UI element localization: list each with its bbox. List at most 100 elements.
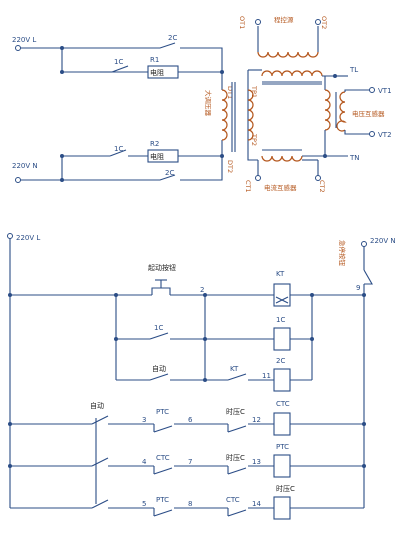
ot2-terminal (315, 19, 321, 25)
junction (323, 154, 327, 158)
tl-label: TL (349, 66, 358, 74)
node-11: 11 (262, 372, 271, 380)
auto-contact-2 (91, 415, 109, 425)
top-l-label: 220V L (12, 36, 36, 44)
kt-contact-label: KT (230, 365, 239, 373)
wire (275, 296, 289, 304)
junction (60, 154, 64, 158)
bot-1c-contact (109, 149, 127, 157)
ptc-coil-label: PTC (276, 443, 289, 451)
junction (8, 464, 12, 468)
r2-label: R2 (150, 140, 159, 148)
bot-2c-label: 2C (165, 169, 174, 177)
kt-label: KT (276, 270, 285, 278)
node-12: 12 (252, 416, 261, 424)
top-n-wire (20, 155, 110, 181)
ot1-label: OT1 (238, 16, 246, 29)
auto1-label: 自动 (152, 364, 166, 373)
auto-contact-1 (149, 373, 169, 381)
2c-coil (273, 368, 291, 392)
junction (8, 293, 12, 297)
ctc-contact-1 (153, 467, 173, 475)
bottom-circuit: 220V L 220V N 急停按钮 起动按钮 2 KT 9 1C (7, 233, 396, 520)
bot-1c-label: 1C (114, 145, 123, 153)
ct1-label: CT1 (244, 180, 252, 193)
top-l-wire (20, 47, 148, 73)
main-top-coil (261, 70, 323, 77)
ct-coil (261, 155, 303, 162)
top-l-terminal (15, 45, 21, 51)
ot1-terminal (255, 19, 261, 25)
ptc-label-b: PTC (156, 496, 169, 504)
vt2-terminal (369, 131, 375, 137)
node-6: 6 (188, 416, 193, 424)
top-1c-contact (111, 65, 129, 73)
big-regulator-coil (221, 89, 228, 141)
top-2c-label: 2C (168, 34, 177, 42)
junction (114, 337, 118, 341)
junction (203, 378, 207, 382)
tc3-label: 时压C (276, 484, 295, 493)
ctc-coil (273, 412, 291, 436)
bot-2c-contact (62, 174, 176, 181)
ctc-label-c: CTC (226, 496, 240, 504)
junction (362, 464, 366, 468)
top-n-label: 220V N (12, 162, 38, 170)
node-4: 4 (142, 458, 147, 466)
node-8: 8 (188, 500, 192, 508)
ot-label: 程控源 (274, 15, 294, 24)
start-button (151, 287, 171, 295)
main-left-coil (247, 89, 254, 141)
tc2-label: 时压C (226, 453, 245, 462)
node-3: 3 (142, 416, 146, 424)
vt-primary-coil (324, 89, 331, 131)
bot-l-label: 220V L (16, 234, 40, 242)
1c-contact-label: 1C (154, 324, 163, 332)
2c-coil-label: 2C (276, 357, 285, 365)
start-label: 起动按钮 (148, 263, 176, 272)
estop-contact (363, 269, 373, 285)
tc1-label: 时压C (226, 407, 245, 416)
node-13: 13 (252, 458, 261, 466)
top-1c-label: 1C (114, 58, 123, 66)
timer-contact-1 (227, 425, 247, 433)
tn-label: TN (349, 154, 360, 162)
ctc-coil-label: CTC (276, 400, 290, 408)
r1-label: R1 (150, 56, 159, 64)
r1-value: 电阻 (150, 68, 164, 77)
ct1-terminal (255, 175, 261, 181)
junction (362, 293, 366, 297)
ptc-contact-2 (153, 509, 173, 517)
wire (180, 156, 223, 181)
auto2-label: 自动 (90, 401, 104, 410)
wire (180, 47, 223, 72)
bot-n-terminal (361, 241, 367, 247)
top-2c-contact (62, 42, 176, 49)
vt1-terminal (369, 87, 375, 93)
vt-xfmr-label: 电压互感器 (352, 109, 385, 118)
big-regulator-label: 大调压器 (204, 90, 213, 117)
1c-coil-label: 1C (276, 316, 285, 324)
junction (60, 70, 64, 74)
bot-l-terminal (7, 233, 13, 239)
ot2-label: OT2 (320, 16, 328, 29)
ptc-coil (273, 454, 291, 478)
ot-coil (257, 51, 319, 58)
timer-coil (273, 496, 291, 520)
node-9: 9 (356, 284, 360, 292)
dt1-label: DT1 (226, 86, 234, 99)
ptc-contact-1 (153, 425, 173, 433)
ct-xfmr-label: 电流互感器 (264, 183, 297, 192)
ptc-label-1: PTC (156, 408, 169, 416)
vt-secondary-coil (336, 91, 347, 132)
dt2-label: DT2 (226, 160, 234, 173)
1c-coil (273, 327, 291, 351)
ct2-terminal (315, 175, 321, 181)
auto-contact-3 (91, 457, 109, 467)
top-circuit: 220V L 2C 1C R1 电阻 220V N 1C R2 电阻 2C (12, 15, 392, 193)
wire (344, 130, 370, 135)
timer-contact-2 (227, 467, 247, 475)
wire (344, 89, 370, 92)
